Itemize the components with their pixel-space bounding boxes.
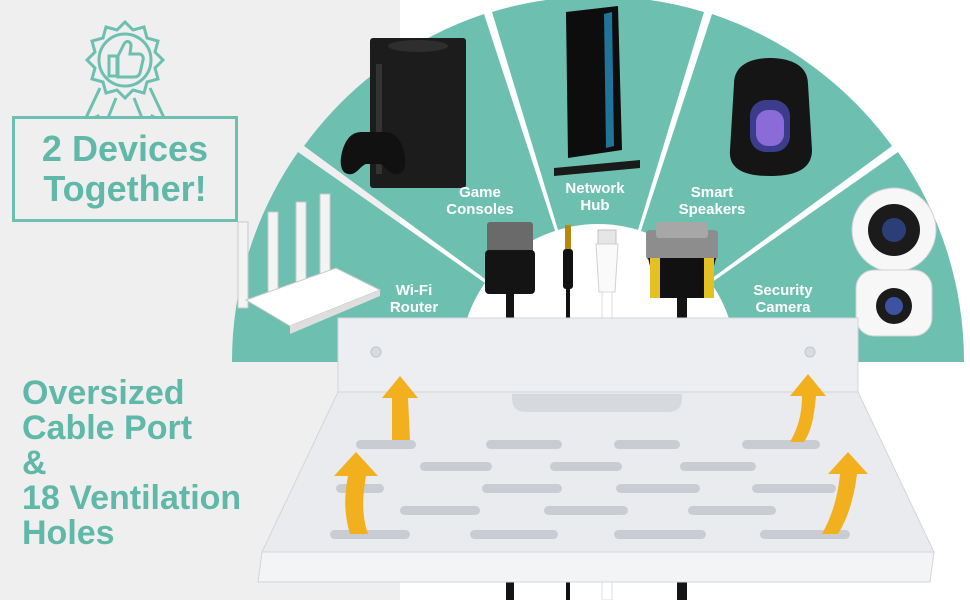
fan-label-router: Wi-Fi Router xyxy=(380,282,448,316)
wall-shelf xyxy=(257,317,935,583)
badge-line-2: Together! xyxy=(43,168,207,209)
game-console-icon xyxy=(340,38,466,188)
feature-title: Oversized Cable Port & 18 Ventilation Ho… xyxy=(22,376,322,551)
feature-line-4: 18 Ventilation xyxy=(22,479,242,517)
arrow-icon xyxy=(790,374,826,442)
fan-label-camera: Security Camera xyxy=(740,282,826,316)
network-hub-icon xyxy=(554,6,640,176)
fan-label-speaker-line1: Smart xyxy=(690,184,734,201)
badge: 2 Devices Together! xyxy=(12,18,238,223)
fan-label-camera-line1: Security xyxy=(753,282,813,299)
fan-label-console-line1: Game xyxy=(459,184,501,201)
fan-label-hub: Network Hub xyxy=(552,180,638,214)
feature-line-5: Holes xyxy=(22,514,115,552)
arrow-icon xyxy=(382,376,418,440)
fan-label-console-line2: Consoles xyxy=(446,201,514,218)
fan-label-router-line2: Router xyxy=(389,299,439,316)
feature-line-1: Oversized xyxy=(22,374,185,412)
wifi-router-icon xyxy=(237,193,382,334)
arrow-icon xyxy=(334,452,378,534)
security-camera-icon xyxy=(851,187,937,337)
fan-label-console: Game Consoles xyxy=(434,184,526,218)
fan-label-speaker: Smart Speakers xyxy=(664,184,760,218)
airflow-arrows xyxy=(334,374,868,534)
smart-speaker-icon xyxy=(729,58,812,176)
fan-segment-hub xyxy=(492,0,704,362)
fan-label-speaker-line2: Speakers xyxy=(678,201,746,218)
badge-line-1: 2 Devices xyxy=(41,128,209,169)
feature-line-3: & xyxy=(22,444,47,482)
arrow-icon xyxy=(822,452,868,534)
fan-label-hub-line2: Hub xyxy=(580,197,610,214)
feature-line-2: Cable Port xyxy=(22,409,193,447)
fan-label-hub-line1: Network xyxy=(565,180,625,197)
badge-text-box: 2 Devices Together! xyxy=(12,116,238,222)
fan-label-camera-line2: Camera xyxy=(755,299,811,316)
fan-label-router-line1: Wi-Fi xyxy=(395,282,433,299)
